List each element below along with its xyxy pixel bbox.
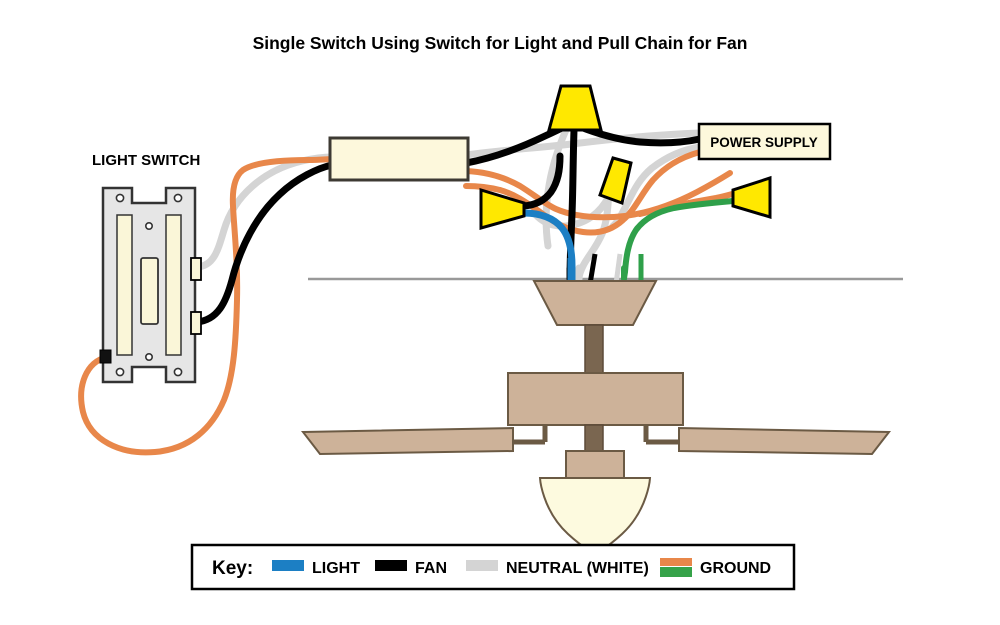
fan-blade-right — [678, 426, 892, 456]
key-item-ground: GROUND — [660, 558, 771, 577]
cable-box-body — [328, 136, 470, 182]
key-label-light: LIGHT — [312, 560, 360, 577]
wire-neutral-box-to-supply — [462, 129, 704, 159]
fan-downrod-lower — [584, 424, 604, 452]
key-swatch-light — [272, 560, 304, 571]
canopy-stub-neutral — [613, 253, 623, 285]
canopy-stub-fan — [587, 253, 598, 285]
light-switch-assembly[interactable] — [99, 186, 202, 384]
wire-nut-top[interactable] — [547, 84, 603, 132]
fan-canopy — [532, 280, 658, 326]
fan-downrod-upper — [584, 324, 604, 376]
switch-ground-screw[interactable] — [99, 349, 112, 364]
switch-strip-left — [116, 214, 133, 356]
wire-nut-ground-shape — [731, 175, 772, 220]
key-swatch-ground-green — [660, 567, 692, 577]
switch-screw-top-right — [173, 193, 183, 203]
power-supply-label: POWER SUPPLY — [710, 135, 818, 150]
fan-light-fitter — [565, 450, 625, 479]
key-swatch-fan — [375, 560, 407, 571]
key-swatch-ground-orange — [660, 558, 692, 566]
switch-strip-right — [165, 214, 182, 356]
wire-fan-topnut-to-supply — [574, 122, 704, 147]
wire-nut-ground[interactable] — [731, 175, 772, 220]
wire-ground-box-to-right — [463, 168, 733, 221]
key-item-fan: FAN — [375, 560, 447, 577]
key-heading: Key: — [212, 558, 253, 579]
wire-fan-switch-to-box — [193, 161, 336, 326]
fan-blade-left — [300, 426, 514, 456]
wire-ground-green-to-canopy — [621, 198, 736, 282]
switch-screw-mid-top — [145, 222, 154, 231]
wire-ground-switch-loop — [78, 156, 336, 456]
wire-nut-neutral-shape — [598, 156, 633, 205]
switch-terminal-hot[interactable] — [190, 311, 202, 335]
key-item-neutral: NEUTRAL (WHITE) — [466, 560, 649, 577]
power-supply-body — [697, 122, 832, 161]
key-legend: Key: LIGHT FAN NEUTRAL (WHITE) GROUND — [190, 543, 796, 591]
switch-toggle[interactable] — [140, 257, 159, 325]
switch-screw-bottom-left — [115, 367, 125, 377]
key-label-neutral: NEUTRAL (WHITE) — [506, 560, 649, 577]
switch-terminal-neutral[interactable] — [190, 257, 202, 281]
fan-light-globe — [538, 477, 652, 557]
switch-screw-mid-bottom — [145, 352, 154, 361]
switch-screw-bottom-right — [173, 367, 183, 377]
fan-motor-housing — [507, 372, 684, 426]
page-title: Single Switch Using Switch for Light and… — [253, 33, 748, 53]
power-supply-box[interactable]: POWER SUPPLY — [697, 122, 832, 161]
cable-box[interactable] — [328, 136, 470, 182]
wire-ground-supply-sweep — [497, 149, 703, 236]
wire-nut-top-shape — [547, 84, 603, 132]
light-switch-label: LIGHT SWITCH — [92, 152, 200, 169]
key-item-light: LIGHT — [272, 560, 360, 577]
ceiling-fan[interactable] — [300, 280, 892, 557]
wire-ground-sweep-tail — [463, 183, 503, 193]
key-swatch-neutral — [466, 560, 498, 571]
key-label-fan: FAN — [415, 560, 447, 577]
wire-fan-leftnut-curve — [520, 152, 564, 210]
wire-nut-neutral[interactable] — [598, 156, 633, 205]
switch-screw-top-left — [115, 193, 125, 203]
wire-nut-light-shape — [479, 187, 526, 230]
canopy-wire-stubs — [567, 253, 644, 285]
wire-nut-light[interactable] — [479, 187, 526, 230]
key-label-ground: GROUND — [700, 560, 771, 577]
